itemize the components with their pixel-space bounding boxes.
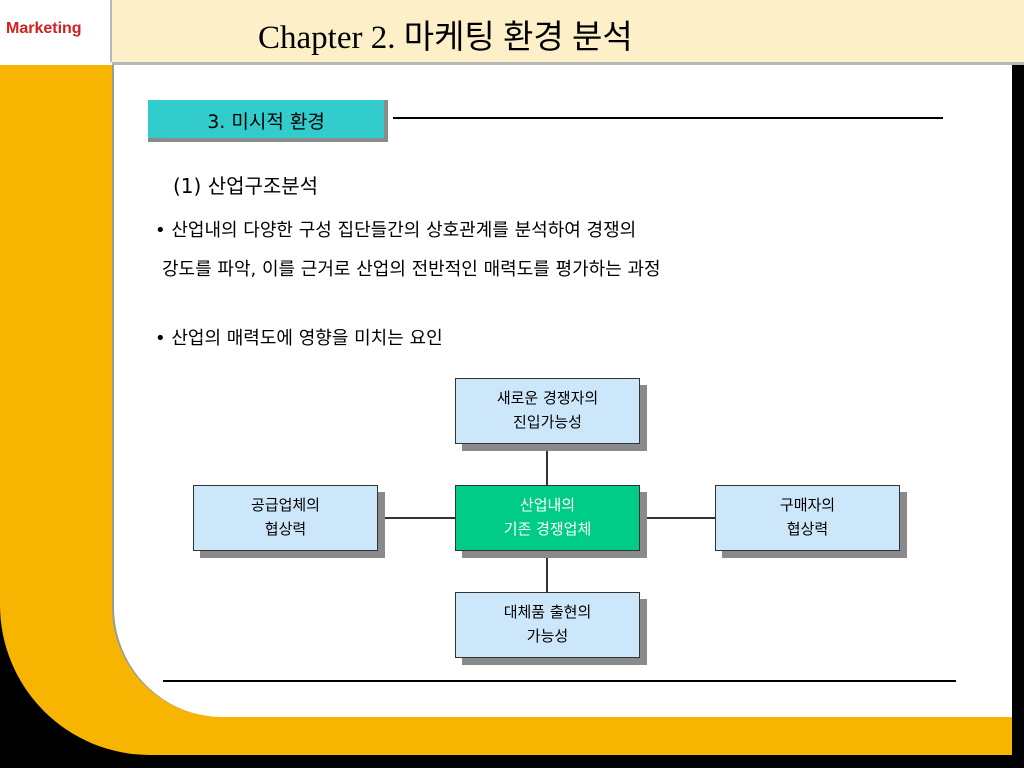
section-divider bbox=[393, 117, 943, 119]
bullet-1-line-1: • 산업내의 다양한 구성 집단들간의 상호관계를 분석하여 경쟁의 bbox=[155, 220, 637, 241]
brand-box: Marketing bbox=[0, 0, 112, 62]
node-label: 협상력 bbox=[264, 520, 307, 538]
node-new-entrants: 새로운 경쟁자의 진입가능성 bbox=[455, 378, 640, 444]
bullet-1-line-2: 강도를 파악, 이를 근거로 산업의 전반적인 매력도를 평가하는 과정 bbox=[162, 259, 661, 280]
node-label: 구매자의 bbox=[779, 496, 836, 514]
connector-right bbox=[640, 517, 715, 519]
connector-left bbox=[378, 517, 455, 519]
section-tab: 3. 미시적 환경 bbox=[148, 100, 388, 142]
connector-bottom bbox=[546, 551, 548, 592]
brand-label: Marketing bbox=[6, 20, 82, 37]
node-label: 진입가능성 bbox=[512, 413, 582, 431]
connector-top bbox=[546, 444, 548, 485]
node-buyer-power: 구매자의 협상력 bbox=[715, 485, 900, 551]
chapter-title: Chapter 2. 마케팅 환경 분석 bbox=[258, 20, 633, 56]
section-label: 3. 미시적 환경 bbox=[207, 111, 325, 133]
node-label: 산업내의 bbox=[519, 496, 576, 514]
node-label: 협상력 bbox=[786, 520, 829, 538]
bottom-divider bbox=[163, 680, 956, 682]
node-existing-rivals: 산업내의 기존 경쟁업체 bbox=[455, 485, 640, 551]
node-label: 대체품 출현의 bbox=[503, 603, 592, 621]
slide-header: Marketing Chapter 2. 마케팅 환경 분석 bbox=[0, 0, 1024, 62]
node-label: 새로운 경쟁자의 bbox=[496, 389, 599, 407]
node-substitutes: 대체품 출현의 가능성 bbox=[455, 592, 640, 658]
node-label: 공급업체의 bbox=[250, 496, 320, 514]
bullet-2-line-1: • 산업의 매력도에 영향을 미치는 요인 bbox=[155, 328, 443, 349]
subheading: (1) 산업구조분석 bbox=[173, 174, 319, 198]
node-supplier-power: 공급업체의 협상력 bbox=[193, 485, 378, 551]
header-divider bbox=[112, 62, 1024, 65]
node-label: 기존 경쟁업체 bbox=[503, 520, 592, 538]
node-label: 가능성 bbox=[526, 627, 569, 645]
